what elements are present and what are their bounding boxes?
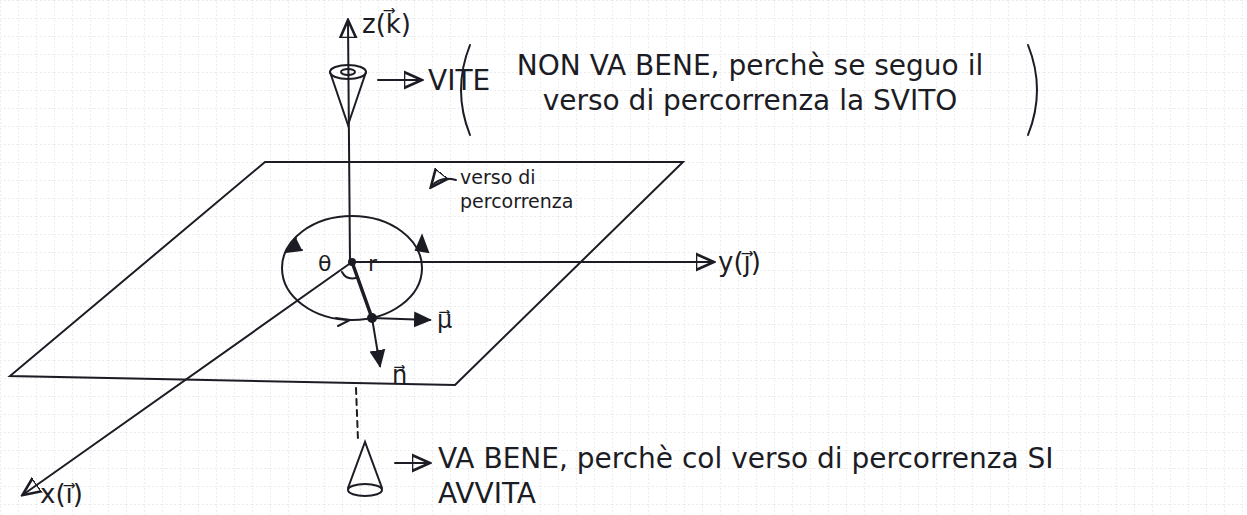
direction-label: verso di percorrenza	[460, 166, 580, 214]
axis-label: y(j⃗)	[718, 246, 761, 279]
vector-label: μ⃗	[437, 305, 452, 335]
note-text: VA BENE, perchè col verso di percorrenza…	[438, 441, 1058, 511]
axis-label: x(i⃗)	[40, 478, 83, 511]
vector-label: n⃗	[392, 360, 407, 390]
angle-label: θ	[318, 250, 331, 278]
callout-text: VITE	[428, 63, 490, 98]
radius-label: r	[368, 250, 377, 278]
note-text: NON VA BENE, perchè se seguo il verso di…	[480, 48, 1020, 118]
axis-label: z(k⃗)	[362, 8, 411, 41]
